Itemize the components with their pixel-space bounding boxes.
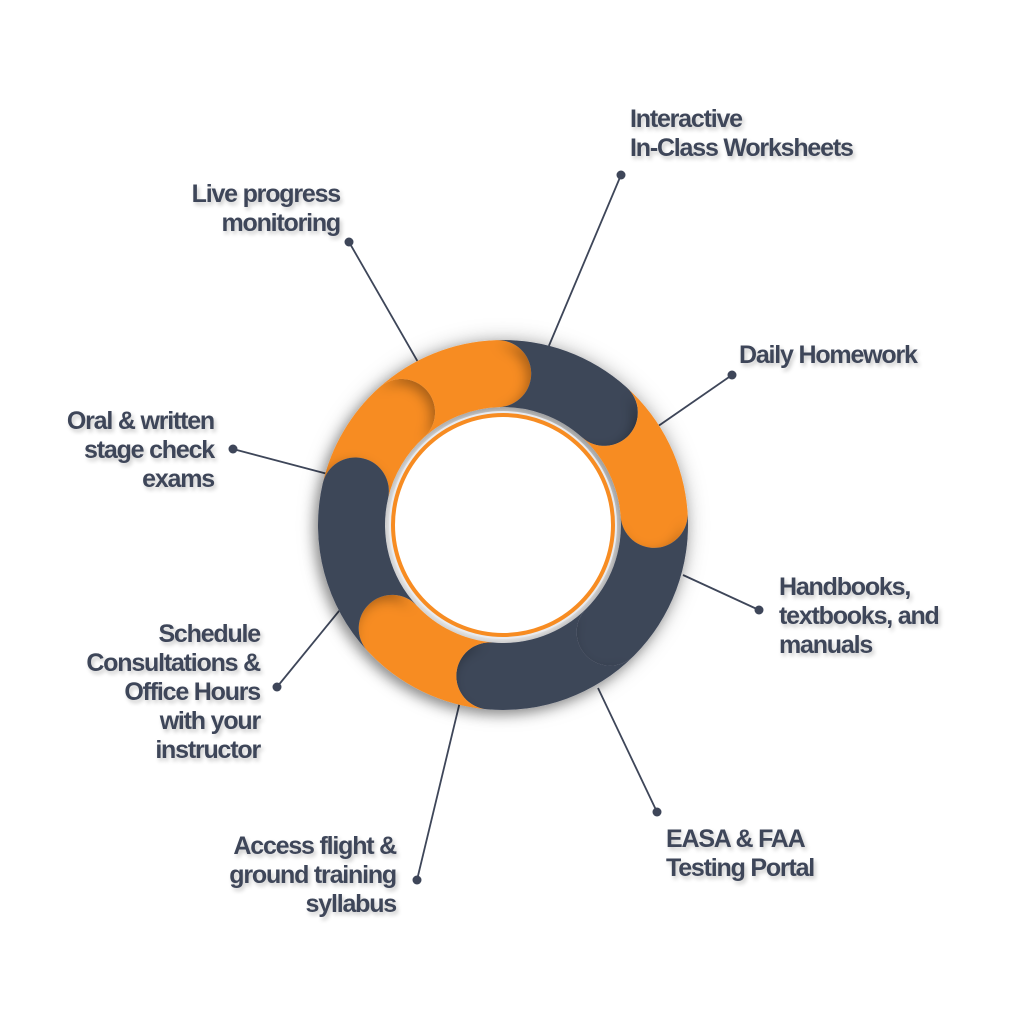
cycle-segments — [318, 340, 689, 710]
label-line: textbooks, and — [779, 602, 940, 630]
label-line: In-Class Worksheets — [630, 134, 854, 162]
label-line: Testing Portal — [666, 854, 815, 882]
center-circle — [391, 413, 615, 637]
connector-dot — [754, 605, 764, 615]
segment-top-left-orange — [379, 340, 532, 438]
segment-right-navy — [576, 512, 689, 666]
label-daily-homework: Daily Homework — [739, 341, 918, 370]
label-schedule-consultations: Schedule Consultations & Office Hours wi… — [86, 620, 262, 765]
label-line: monitoring — [221, 209, 341, 237]
label-line: Consultations & — [86, 649, 261, 677]
segment-bottom-right-navy — [456, 608, 634, 710]
connector-dot — [616, 170, 626, 180]
label-line: ground training — [229, 861, 397, 889]
connector-dot — [412, 875, 422, 885]
segment-left-navy — [318, 457, 417, 652]
label-interactive-worksheets: Interactive In-Class Worksheets — [630, 105, 854, 163]
label-line: with your — [159, 707, 262, 735]
connector-line — [276, 599, 349, 688]
segment-left-orange — [322, 378, 436, 499]
label-line: Live progress — [191, 180, 342, 208]
label-line: manuals — [779, 631, 873, 659]
connector-line — [597, 687, 658, 813]
ring-center — [389, 411, 617, 639]
label-line: Access flight & — [233, 832, 397, 860]
label-line: Office Hours — [124, 678, 261, 706]
label-access-syllabus: Access flight & ground training syllabus — [229, 832, 398, 919]
label-easa-faa-testing-portal: EASA & FAA Testing Portal — [666, 825, 815, 883]
connector-dot — [272, 682, 282, 692]
label-line: Oral & written — [66, 407, 215, 435]
label-line: syllabus — [305, 890, 398, 918]
connector-line — [547, 174, 622, 349]
segment-bottom-orange — [358, 594, 493, 710]
label-line: exams — [142, 465, 215, 493]
label-line: instructor — [155, 736, 261, 764]
label-live-progress-monitoring: Live progress monitoring — [191, 180, 342, 238]
label-handbooks-textbooks-manuals: Handbooks, textbooks, and manuals — [779, 573, 940, 660]
label-oral-written-exams: Oral & written stage check exams — [66, 407, 215, 494]
label-line: EASA & FAA — [666, 825, 806, 853]
connector-line — [348, 241, 431, 384]
label-line: stage check — [84, 436, 215, 464]
connector-lines — [228, 170, 764, 885]
label-line: Handbooks, — [779, 573, 911, 601]
label-line: Schedule — [158, 620, 261, 648]
segment-right-orange — [581, 387, 688, 548]
label-line: Daily Homework — [739, 341, 918, 369]
connector-line — [682, 574, 760, 611]
label-line: Interactive — [630, 105, 743, 133]
connector-dot — [727, 370, 737, 380]
connector-dot — [228, 444, 238, 454]
connector-dot — [344, 237, 354, 247]
segment-top-navy — [496, 340, 638, 446]
connector-dot — [652, 807, 662, 817]
